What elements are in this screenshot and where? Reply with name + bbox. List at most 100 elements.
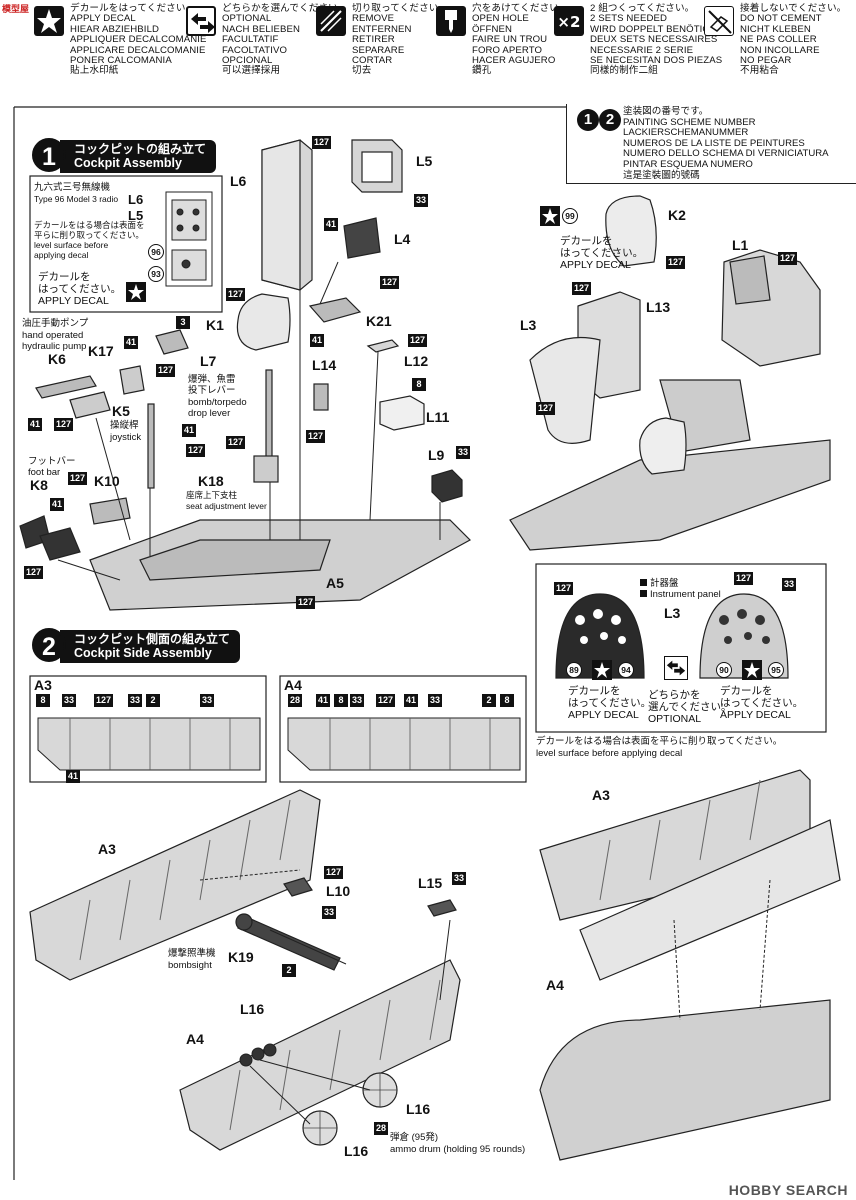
radio-decal-jp-2: はってください。 [38, 283, 122, 295]
part-label-l16-b: L16 [406, 1101, 431, 1117]
star-icon [592, 660, 612, 680]
k2-decal-jp-1: デカールを [560, 235, 613, 247]
arrows-icon [664, 656, 688, 680]
note-ammo-en: ammo drum (holding 95 rounds) [390, 1144, 526, 1155]
note-footbar-en: foot bar [28, 467, 61, 478]
part-label-l4: L4 [394, 231, 411, 247]
watermark-logo: 模型屋 [2, 4, 30, 14]
panel-legend-en: Instrument panel [640, 589, 721, 600]
panel-legend-swatch [640, 579, 647, 586]
strip-a4-label: A4 [284, 677, 302, 693]
part-label-l10: L10 [326, 883, 351, 899]
part-label-k2: K2 [668, 207, 686, 223]
part-label-k10: K10 [94, 473, 120, 489]
part-label-a3: A3 [98, 841, 116, 857]
color-badge-127: 127 [186, 444, 206, 457]
radio-title-jp: 九六式三号無線機 [34, 182, 111, 193]
decal-number-94: 94 [618, 662, 634, 678]
part-label-l6: L6 [230, 173, 247, 189]
note-bomb-jp-1: 爆弾、魚雷 [188, 374, 236, 385]
color-badge-127: 127 [778, 252, 798, 265]
color-badge-127: 127 [666, 256, 686, 269]
color-badge-33: 33 [452, 872, 467, 885]
color-badge-3: 3 [176, 316, 190, 329]
color-badge-127: 127 [734, 572, 754, 585]
color-badge-33: 33 [322, 906, 337, 919]
level-note-en: level surface before applying decal [536, 748, 683, 759]
drill-icon [436, 6, 466, 36]
strip-a4-code: 28 [288, 694, 303, 707]
strip-a4-code: 33 [350, 694, 365, 707]
note-hydraulic-en-1: hand operated [22, 330, 84, 341]
strip-a3-label: A3 [34, 677, 52, 693]
part-label-l1: L1 [732, 237, 749, 253]
part-label-l5-radio: L5 [128, 208, 144, 223]
strip-a4-code: 8 [334, 694, 348, 707]
color-badge-127: 127 [324, 866, 344, 879]
color-badge-33: 33 [414, 194, 429, 207]
k2-decal-jp-2: はってください。 [560, 247, 644, 259]
part-label-l5: L5 [416, 153, 433, 169]
radio-title-en: Type 96 Model 3 radio [34, 194, 119, 204]
radio-level-note-en-2: applying decal [34, 250, 89, 260]
strip-a3-code: 127 [94, 694, 114, 707]
panel-apply2-jp-1: デカールを [720, 685, 773, 697]
panel-apply2-en: APPLY DECAL [720, 709, 791, 721]
radio-level-note-en-1: level surface before [34, 240, 109, 250]
k2-decal-en: APPLY DECAL [560, 259, 631, 271]
part-label-k17: K17 [88, 343, 114, 359]
svg-text:×2: ×2 [557, 13, 580, 31]
x2-icon: ×2 [554, 6, 584, 36]
cut-icon [316, 6, 346, 36]
note-ammo-jp: 弾倉 (95発) [390, 1132, 439, 1143]
decal-number-93: 93 [148, 266, 164, 282]
part-label-l6-radio: L6 [128, 192, 144, 207]
part-label-k5: K5 [112, 403, 130, 419]
strip-a3-code: 33 [200, 694, 215, 707]
part-label-k1: K1 [206, 317, 224, 333]
note-bombsight-jp: 爆撃照準機 [168, 948, 216, 959]
strip-a3-code: 8 [36, 694, 50, 707]
strip-a3-code: 33 [128, 694, 143, 707]
decal-number-99: 99 [562, 208, 578, 224]
note-bomb-en-2: drop lever [188, 408, 231, 419]
arrows-icon [186, 6, 216, 36]
color-badge-127: 127 [554, 582, 574, 595]
radio-decal-en: APPLY DECAL [38, 295, 109, 307]
part-label-a5: A5 [326, 575, 344, 591]
part-label-l9: L9 [428, 447, 445, 463]
star-icon [742, 660, 762, 680]
note-seat-jp: 座席上下支柱 [186, 490, 238, 500]
note-seat-en: seat adjustment lever [186, 501, 267, 511]
part-label-l16-c: L16 [344, 1143, 369, 1159]
part-label-a3-right: A3 [592, 787, 610, 803]
step-2-number: 2 [32, 628, 66, 662]
color-badge-127: 127 [226, 436, 246, 449]
part-label-k19: K19 [228, 949, 254, 965]
note-bomb-jp-2: 投下レバー [188, 385, 236, 396]
color-badge-127: 127 [572, 282, 592, 295]
panel-apply2-jp-2: はってください。 [720, 697, 804, 709]
panel-optional-jp-1: どちらかを [648, 689, 701, 701]
panel-apply-en: APPLY DECAL [568, 709, 639, 721]
part-label-l13: L13 [646, 299, 671, 315]
color-badge-8: 8 [412, 378, 426, 391]
panel-optional-en: OPTIONAL [648, 713, 702, 725]
decal-number-89: 89 [566, 662, 582, 678]
decal-number-90: 90 [716, 662, 732, 678]
no-cement-icon [704, 6, 734, 36]
decal-number-96: 96 [148, 244, 164, 260]
strip-a4-code: 127 [376, 694, 396, 707]
part-label-a4-right: A4 [546, 977, 564, 993]
level-note-jp: デカールをはる場合は表面を平らに削り取ってください。 [536, 736, 783, 747]
color-badge-127: 127 [380, 276, 400, 289]
strip-a3-code: 33 [62, 694, 77, 707]
note-hydraulic-jp: 油圧手動ポンプ [22, 318, 89, 329]
watermark-hobby-search: HOBBY SEARCH [728, 1182, 848, 1198]
color-badge-127: 127 [296, 596, 316, 609]
step-1-number: 1 [32, 138, 66, 172]
strip-a3-code: 41 [66, 770, 81, 783]
